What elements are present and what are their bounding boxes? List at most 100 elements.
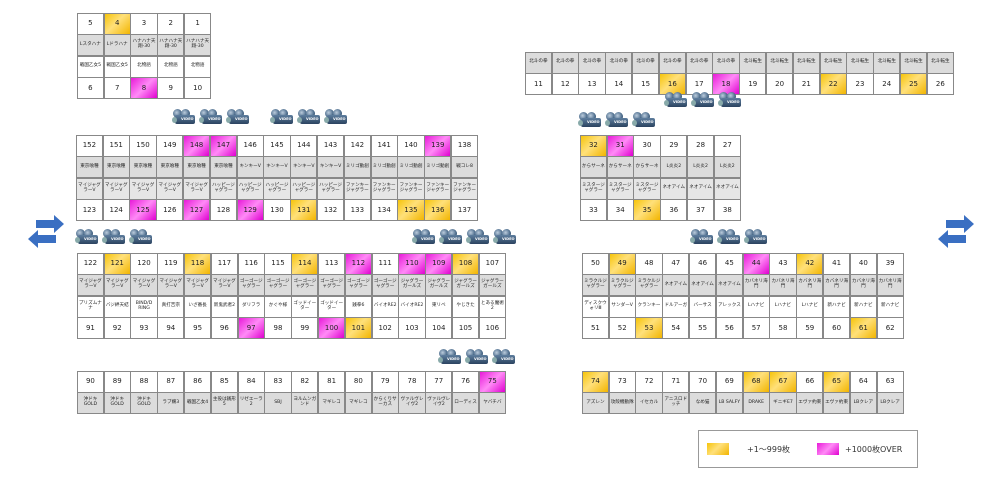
seat-number-cell: 23 [846,73,874,96]
seat-number-cell: 12 [551,73,579,96]
seat-number-cell: 26 [926,73,954,96]
seat-number-cell: 136 [424,199,452,222]
seat-number-cell: 82 [291,370,319,393]
seat-number-cell: 15 [631,73,660,96]
machine-name-cell: BIND/D RING [130,295,158,318]
machine-name-cell: サンダーV [608,295,636,318]
seat-number-cell: 79 [371,370,399,393]
machine-name-cell: ダリフラ [237,295,265,318]
machine-name-cell: ハッピージャグラー [263,177,291,200]
machine-name-cell: いざ番長 [183,295,212,318]
machine-name-cell: 新鬼武者2 [210,295,239,318]
machine-name-cell: マイジャグラーV [210,274,239,297]
seat-number-cell: 22 [819,73,847,96]
seat-number-cell: 111 [371,252,399,275]
legend-magenta-swatch [817,443,839,455]
seat-number-cell: 19 [739,73,767,96]
machine-name-cell: 北斗の拳 [551,51,579,74]
machine-name-cell: ハッピージャグラー [209,177,238,200]
arrow-right-icon [946,215,974,233]
video-label: VIDEO [475,237,488,241]
seat-number-cell: 10 [183,77,212,100]
machine-name-cell: からサーネ [633,156,661,179]
machine-name-cell: 北斗の拳 [712,51,740,74]
machine-name-cell: ハナハナ天翔-30 [157,34,185,57]
seat-row: ミラクルジャグラーミラクルジャグラーミラクルジャグラーネオアイムネオアイムネオア… [581,274,904,297]
video-camera-icon: VIDEO [493,229,519,245]
seat-number-cell: 129 [236,199,264,222]
machine-name-cell: マイジャグラーV [129,177,157,200]
seat-number-cell: 50 [581,252,610,275]
seat-number-cell: 116 [237,252,265,275]
machine-name-cell: ファンキージャグラー [424,177,452,200]
seat-number-cell: 81 [317,370,346,393]
machine-name-cell: 北物語 [183,55,212,78]
machine-name-cell: DRAKE [742,392,770,415]
machine-name-cell: カバネリ海門 [849,274,878,297]
seat-number-cell: 152 [75,134,104,157]
machine-name-cell: LB SALFY [715,392,744,415]
machine-name-cell: マイジャグラーV [75,177,104,200]
machine-name-cell: ラブ嬢3 [157,392,185,415]
machine-name-cell: L炎炎2 [686,156,715,179]
machine-name-cell: マギレコ [344,392,373,415]
seat-number-cell: 69 [715,370,744,393]
seat-number-cell: 130 [263,199,291,222]
seat-number-cell: 106 [478,317,506,340]
machine-name-cell: ゴーゴージャグラー [237,274,265,297]
seat-number-cell: 14 [605,73,633,96]
machine-name-cell: ジャグラーガールズ [478,274,506,297]
machine-name-cell: ディスクウォリⅢ [581,295,610,318]
seat-number-cell: 134 [370,199,398,222]
machine-name-cell: ジャグラーガールズ [451,274,480,297]
seat-number-cell: 98 [264,317,292,340]
seat-number-cell: 120 [130,252,158,275]
machine-name-cell: マイジャグラーV [130,274,158,297]
video-camera-icon: VIDEO [102,229,128,245]
seat-number-cell: 64 [849,370,878,393]
seat-number-cell: 93 [130,317,158,340]
video-camera-icon: VIDEO [270,109,296,125]
seat-number-cell: 72 [635,370,663,393]
machine-name-cell: 北斗転生 [792,51,821,74]
machine-name-cell: 沖ドキGOLD [103,392,131,415]
machine-name-cell: キンキーV [316,156,345,179]
arrow-right-icon [36,215,64,233]
machine-name-cell: L炎炎2 [713,156,742,179]
machine-name-cell: からサーネ [579,156,608,179]
seat-number-cell: 6 [76,77,105,100]
machine-name-cell: ネオアイム [660,177,688,200]
video-camera-icon: VIDEO [412,229,438,245]
machine-name-cell: 北斗転生 [819,51,847,74]
machine-name-cell: プリズムナナ [76,295,105,318]
seat-number-cell: 101 [344,317,373,340]
video-camera-icon: VIDEO [632,112,658,128]
seat-number-cell: 88 [130,370,158,393]
seat-number-cell: 89 [103,370,131,393]
seat-number-cell: 41 [822,252,851,275]
seat-number-cell: 51 [581,317,610,340]
video-label: VIDEO [700,100,713,104]
video-label: VIDEO [421,237,434,241]
seat-number-cell: 21 [792,73,821,96]
seat-number-cell: 38 [713,199,742,222]
machine-name-cell: 戦国乙女4 [183,392,212,415]
machine-name-cell: ネオアイム [713,177,742,200]
machine-name-cell: Lハナビ [742,295,770,318]
machine-name-cell: マイジャグラーV [76,274,105,297]
machine-name-cell: ファンキージャグラー [397,177,425,200]
machine-name-cell: ゴーゴージャグラー [291,274,319,297]
video-camera-icon: VIDEO [717,229,743,245]
seat-number-cell: 92 [103,317,131,340]
machine-name-cell: ハッピージャグラー [290,177,318,200]
seat-number-cell: 42 [796,252,824,275]
seat-number-cell: 4 [103,12,131,35]
seat-number-cell: 91 [76,317,105,340]
seat-number-cell: 119 [157,252,185,275]
